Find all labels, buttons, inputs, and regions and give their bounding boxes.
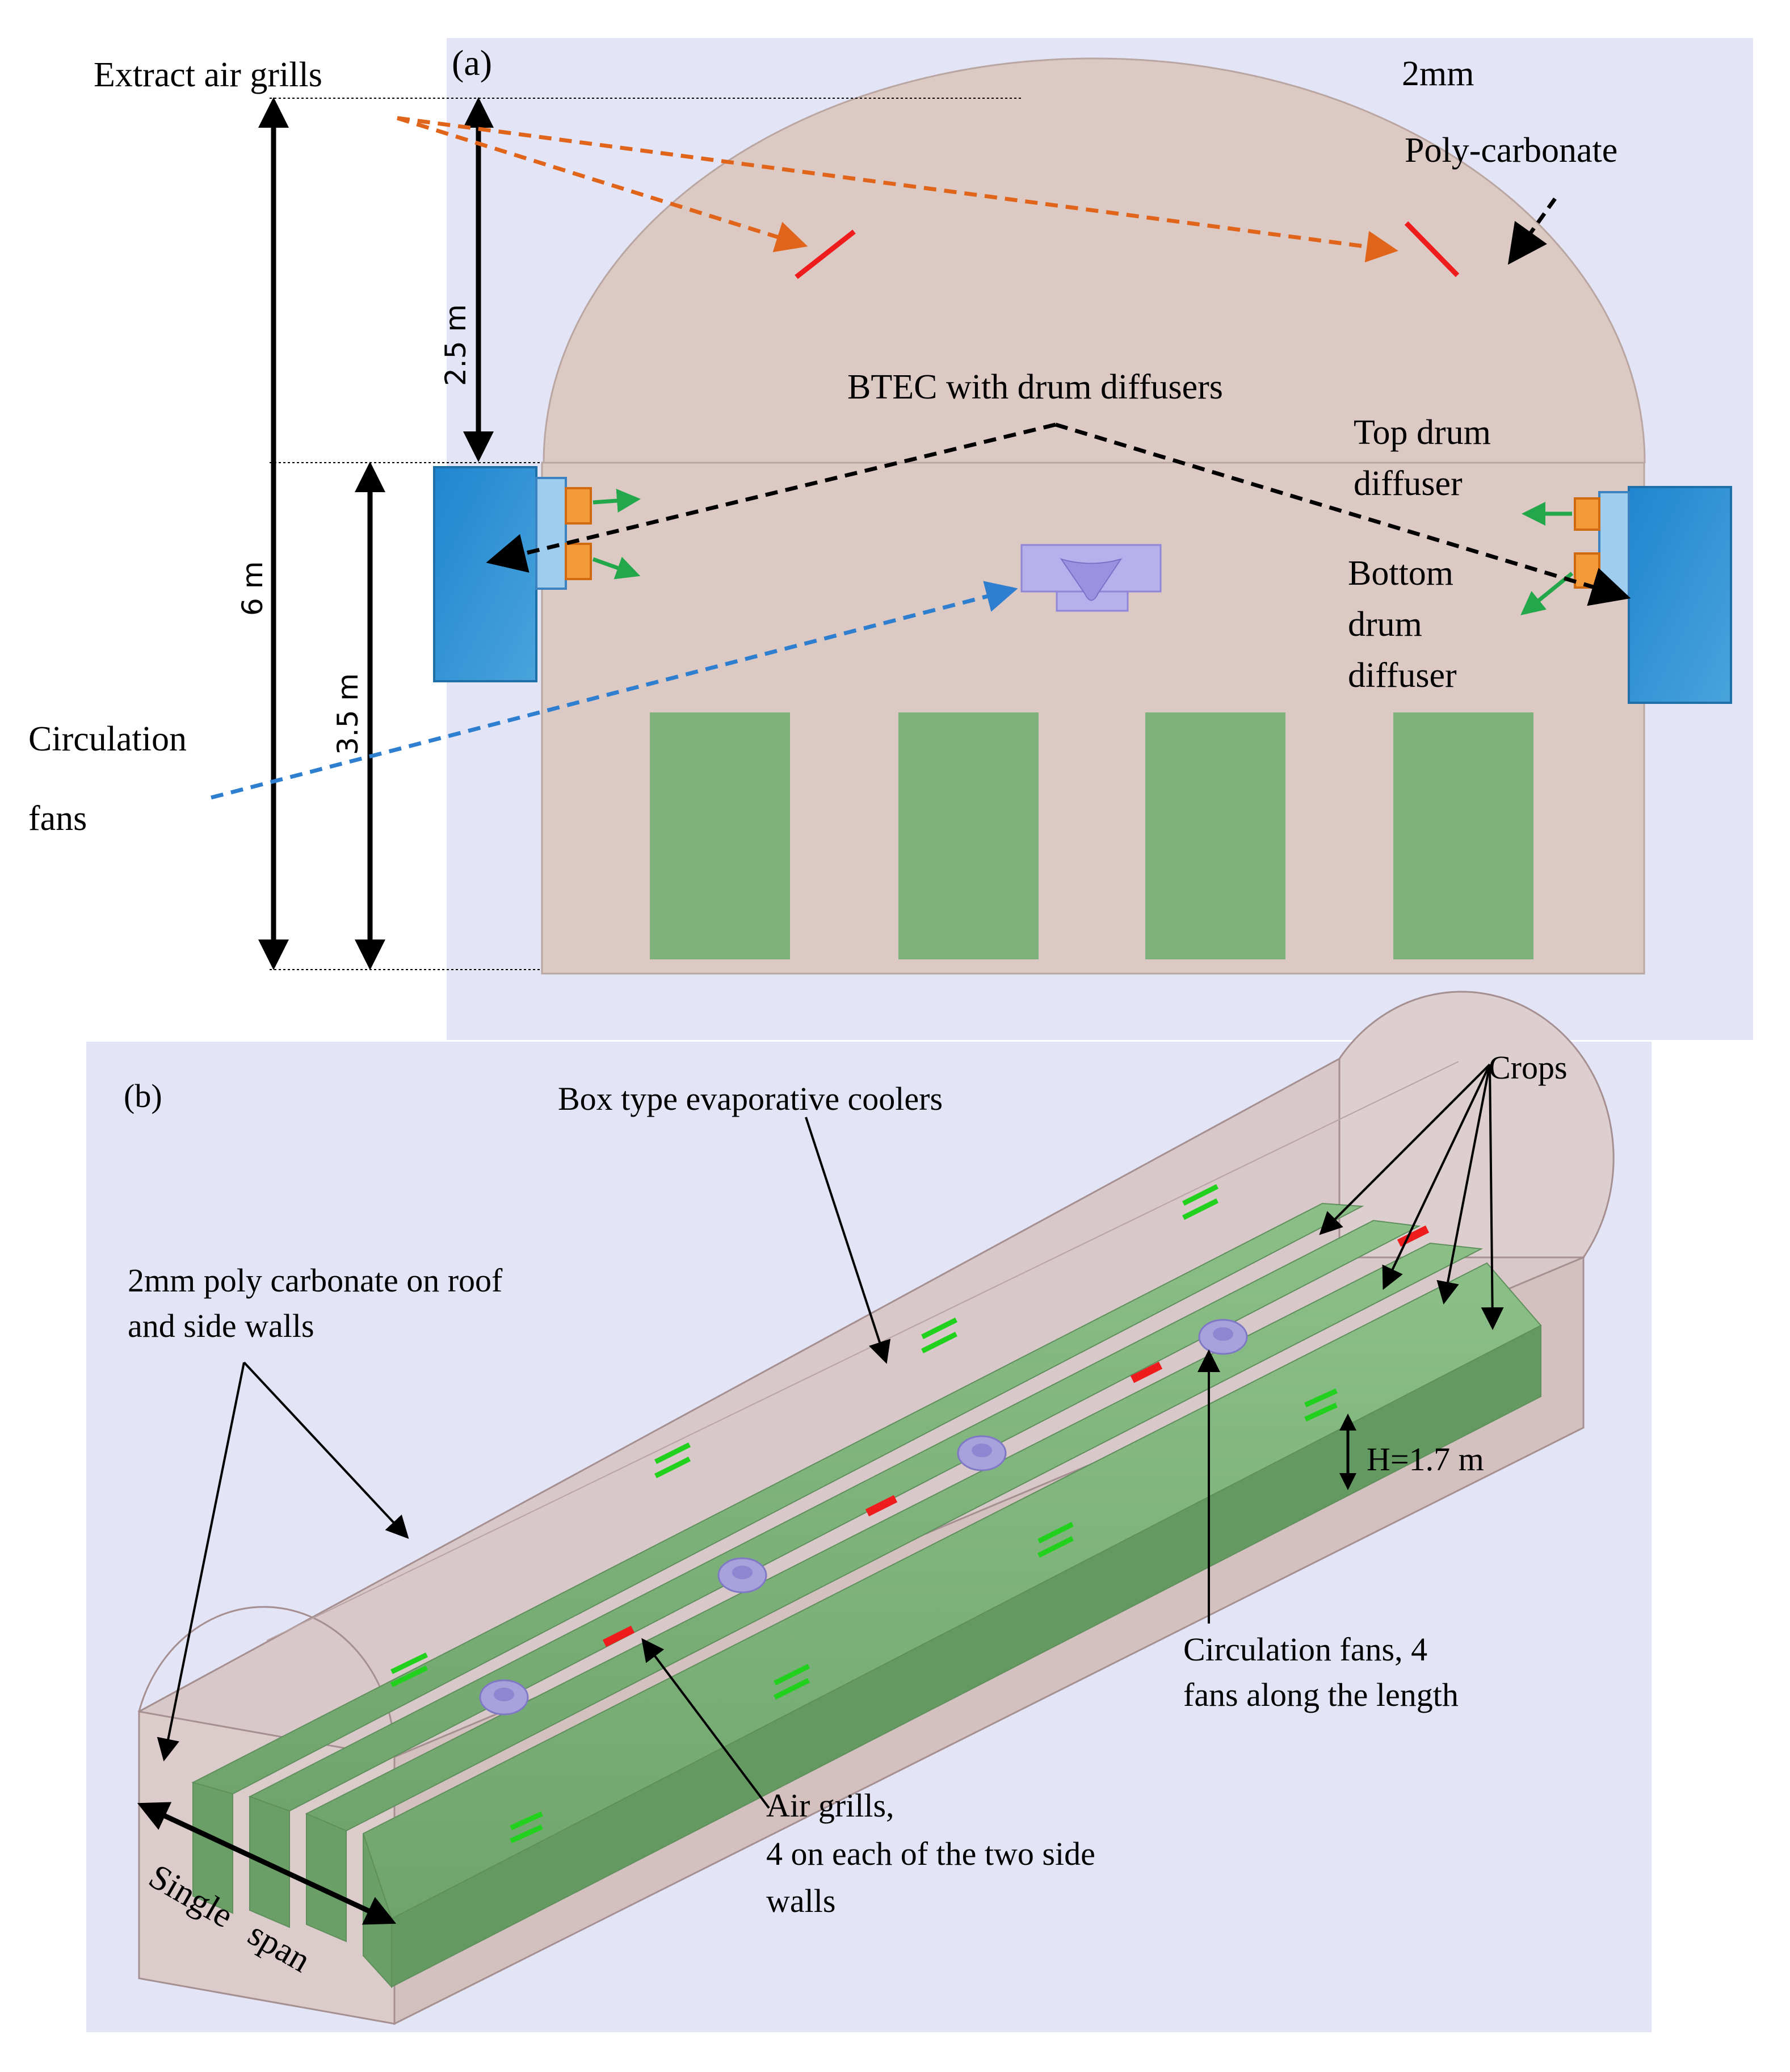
- bottom-drum-diffuser-label-2: drum: [1348, 605, 1422, 644]
- bottom-drum-diffuser-label-3: diffuser: [1348, 656, 1457, 695]
- fan-disc: [717, 1557, 767, 1593]
- dimension-6m-label: 6 m: [236, 561, 269, 616]
- extract-grill-right: [1404, 221, 1460, 278]
- fan-disc: [957, 1435, 1007, 1471]
- crop-block: [1145, 712, 1285, 959]
- btec-arrows: [486, 422, 1631, 606]
- circulation-fans-label-2: fans: [28, 799, 87, 838]
- top-drum-diffuser-label-2: diffuser: [1354, 464, 1463, 503]
- air-grills-3d: [390, 1184, 1338, 1844]
- top-drum-diffuser-left: [565, 487, 592, 525]
- dimension-3-5m-label: 3.5 m: [331, 673, 364, 755]
- single-span-arrow: [137, 1802, 397, 1925]
- btec-label: BTEC with drum diffusers: [847, 368, 1223, 406]
- circulation-fans-3d-label-1: Circulation fans, 4: [1183, 1631, 1427, 1668]
- crop-rows-3d: [191, 1202, 1542, 1989]
- circulation-fan-front: [1020, 544, 1162, 612]
- panel-a-label: (a): [452, 43, 492, 83]
- material-label: Poly-carbonate: [1405, 131, 1617, 170]
- fan-disc: [479, 1679, 529, 1716]
- fan-disc: [1198, 1319, 1248, 1355]
- dimension-guides: [270, 98, 1022, 970]
- dimension-2-5m-label: 2.5 m: [439, 304, 472, 386]
- bottom-drum-diffuser-label-1: Bottom: [1348, 554, 1453, 593]
- bottom-drum-diffuser-right: [1574, 552, 1600, 589]
- extract-grill-left: [795, 229, 856, 279]
- top-drum-diffuser-label-1: Top drum: [1354, 413, 1491, 452]
- polycarbonate-label-2: and side walls: [128, 1307, 314, 1344]
- extract-grill-arrows: [396, 116, 1398, 263]
- greenhouse-roof: [543, 57, 1646, 464]
- crop-block: [650, 712, 790, 959]
- polycarbonate-arrow: [1507, 197, 1557, 265]
- crop-block: [898, 712, 1039, 959]
- bottom-drum-diffuser-left: [565, 543, 592, 580]
- thickness-label: 2mm: [1402, 54, 1474, 93]
- top-drum-diffuser-right: [1574, 497, 1600, 531]
- crop-blocks-front: [650, 712, 1533, 959]
- panel-b-label: (b): [124, 1077, 162, 1114]
- circulation-fan-arrow: [211, 581, 1018, 800]
- extract-air-grills-label: Extract air grills: [94, 56, 322, 94]
- box-coolers-label: Box type evaporative coolers: [558, 1080, 943, 1117]
- circulation-fans-3d-label-2: fans along the length: [1183, 1676, 1459, 1713]
- panel-b-pointers: [157, 1063, 1504, 1809]
- air-grills-label-2: 4 on each of the two side: [766, 1835, 1095, 1872]
- circulation-fans-label-1: Circulation: [28, 720, 187, 758]
- polycarbonate-label-1: 2mm poly carbonate on roof: [128, 1262, 503, 1299]
- air-grills-label-1: Air grills,: [766, 1787, 894, 1824]
- extract-grills-3d: [602, 1225, 1430, 1647]
- height-label: H=1.7 m: [1367, 1441, 1484, 1478]
- air-grills-label-3: walls: [766, 1882, 835, 1919]
- circulation-fans-3d: [479, 1319, 1248, 1716]
- btec-left: [433, 466, 641, 682]
- crops-label: Crops: [1489, 1049, 1568, 1086]
- crop-block: [1393, 712, 1533, 959]
